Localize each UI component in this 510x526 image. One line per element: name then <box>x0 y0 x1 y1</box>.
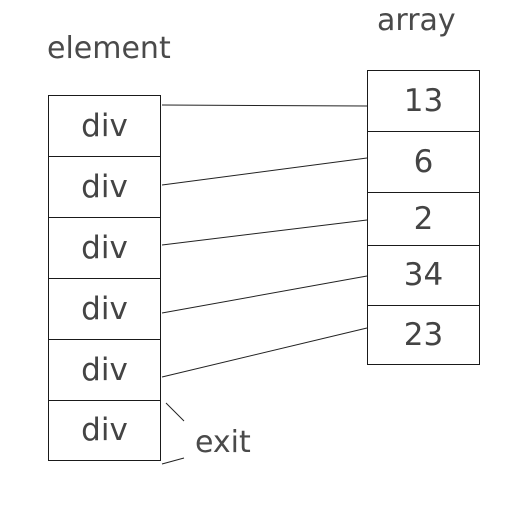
array-cell-4: 34 <box>367 245 480 306</box>
element-cell-label: div <box>81 351 128 388</box>
element-cell-3: div <box>48 217 161 279</box>
connector-line-div3-2 <box>161 219 368 246</box>
connector-line-div2-6 <box>161 157 368 186</box>
array-cell-2: 6 <box>367 131 480 193</box>
element-cell-6: div <box>48 400 161 461</box>
array-cell-value: 23 <box>403 316 444 353</box>
element-cell-label: div <box>81 412 128 448</box>
array-cell-value: 13 <box>403 82 444 119</box>
exit-arrow-upper <box>165 402 185 422</box>
array-cell-5: 23 <box>367 305 480 365</box>
element-cell-label: div <box>81 290 128 327</box>
connector-line-div4-34 <box>161 275 368 314</box>
connector-line-div1-13 <box>161 104 368 107</box>
element-cell-4: div <box>48 278 161 340</box>
element-cell-2: div <box>48 156 161 218</box>
array-cell-value: 2 <box>413 200 434 237</box>
array-cell-3: 2 <box>367 192 480 246</box>
connector-line-div5-23 <box>161 327 368 378</box>
element-cell-label: div <box>81 168 128 205</box>
element-cell-1: div <box>48 95 161 157</box>
exit-arrow-lower <box>161 457 185 465</box>
element-cell-label: div <box>81 107 128 144</box>
array-cell-1: 13 <box>367 70 480 132</box>
array-cell-value: 6 <box>413 143 434 180</box>
element-heading: element <box>47 31 171 66</box>
array-cell-value: 34 <box>403 257 444 293</box>
exit-label: exit <box>195 425 251 460</box>
array-heading: array <box>377 3 456 38</box>
element-cell-5: div <box>48 339 161 401</box>
element-cell-label: div <box>81 229 128 266</box>
